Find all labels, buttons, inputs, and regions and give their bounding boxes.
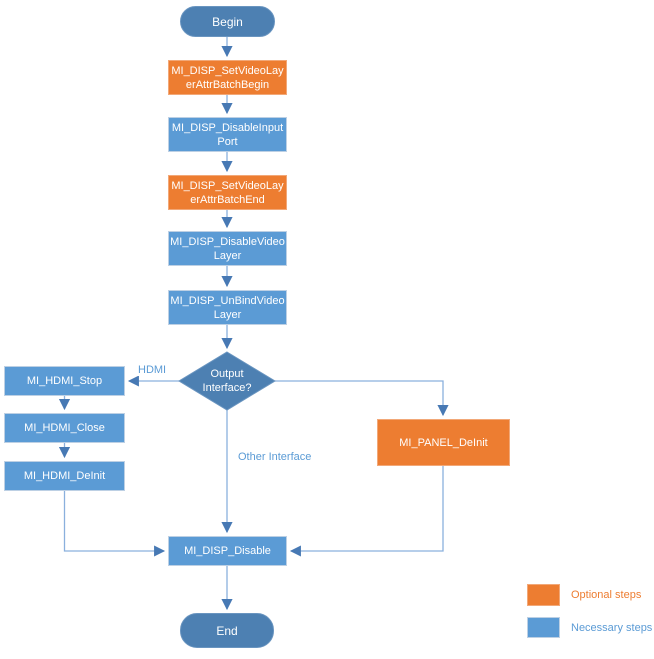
decision-diamond-shape xyxy=(178,351,276,411)
node-disable-video-layer: MI_DISP_DisableVideoLayer xyxy=(168,231,287,266)
node-hdmi-stop: MI_HDMI_Stop xyxy=(4,366,125,396)
node-hdmi-deinit: MI_HDMI_DeInit xyxy=(4,461,125,491)
node-panel-deinit: MI_PANEL_DeInit xyxy=(377,419,510,466)
node-hdmi-close: MI_HDMI_Close xyxy=(4,413,125,443)
node-disp-disable: MI_DISP_Disable xyxy=(168,536,287,566)
node-set-videolayer-attr-batch-begin: MI_DISP_SetVideoLayerAttrBatchBegin xyxy=(168,60,287,95)
edge-label-hdmi: HDMI xyxy=(138,364,167,376)
node-output-interface-decision: Output Interface? xyxy=(202,368,252,394)
node-disable-input-port: MI_DISP_DisableInputPort xyxy=(168,117,287,152)
node-set-videolayer-attr-batch-end: MI_DISP_SetVideoLayerAttrBatchEnd xyxy=(168,175,287,210)
node-unbind-video-layer: MI_DISP_UnBindVideoLayer xyxy=(168,290,287,325)
edge-label-other-interface: Other Interface xyxy=(238,451,312,463)
legend-label-optional: Optional steps xyxy=(571,589,642,601)
node-begin: Begin xyxy=(180,6,275,37)
legend-swatch-necessary xyxy=(527,617,560,638)
legend-label-necessary: Necessary steps xyxy=(571,622,653,634)
edge-decision-to-paneldeinit xyxy=(275,380,449,417)
edge-hdmideinit-to-dispdisable xyxy=(63,491,166,557)
legend-swatch-optional xyxy=(527,584,560,606)
edge-paneldeinit-to-dispdisable xyxy=(289,466,444,557)
node-end: End xyxy=(180,613,274,648)
